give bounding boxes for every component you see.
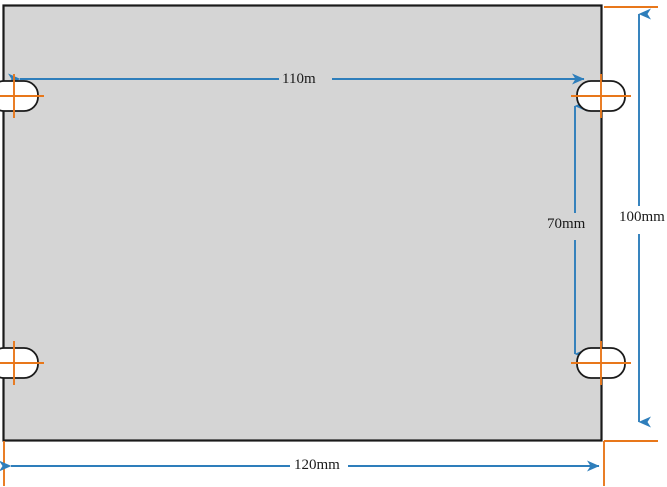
dimension-label-100mm: 100mm xyxy=(619,209,665,225)
dimension-label-110mm: 110m xyxy=(282,71,316,87)
hole-top-right xyxy=(571,74,631,118)
dimension-label-120mm: 120mm xyxy=(294,457,340,473)
hole-bottom-left xyxy=(0,341,44,385)
dimension-label-70mm: 70mm xyxy=(547,216,586,232)
rectangular-plate xyxy=(2,4,603,442)
hole-bottom-right xyxy=(571,341,631,385)
hole-top-left xyxy=(0,74,44,118)
